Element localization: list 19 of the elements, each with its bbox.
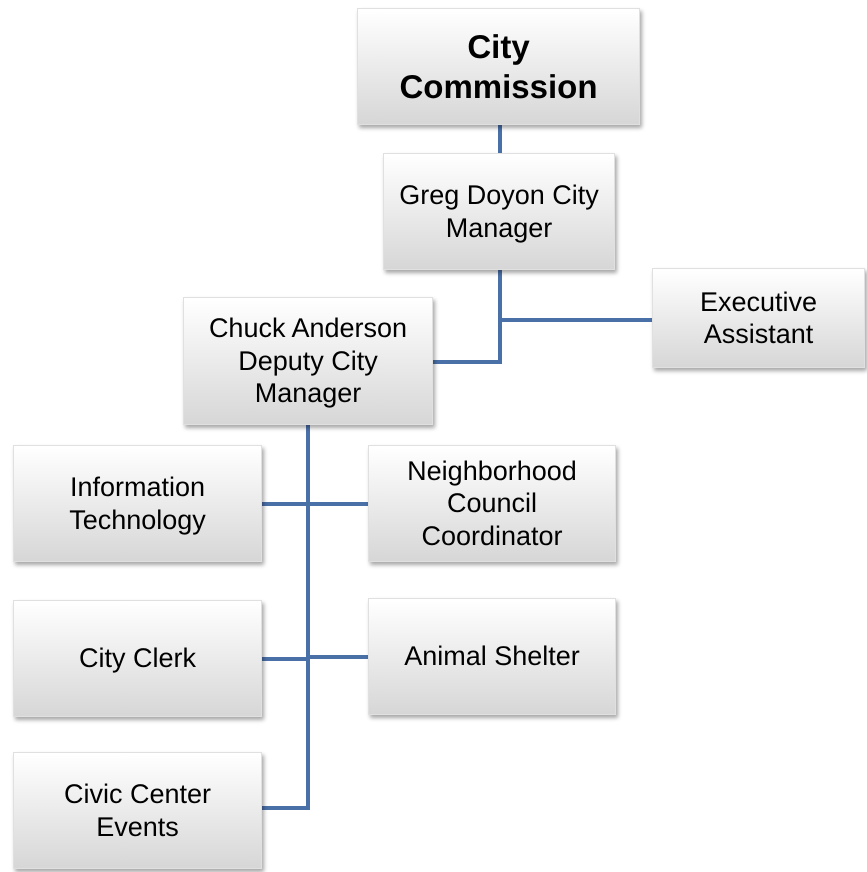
position-box — [13, 445, 262, 562]
position-label: Greg Doyon City Manager — [398, 179, 600, 244]
position-label: City Commission — [398, 26, 599, 106]
position-label: Executive Assistant — [698, 286, 818, 350]
position-box — [368, 445, 616, 562]
position-label: Chuck Anderson Deputy City Manager — [208, 312, 408, 410]
position-box — [652, 268, 865, 368]
position-label: Animal Shelter — [403, 640, 581, 673]
position-label: Neighborhood Council Coordinator — [406, 454, 578, 552]
position-box — [13, 600, 262, 717]
position-box — [368, 598, 616, 715]
position-label: Civic Center Events — [62, 778, 212, 843]
position-label: City Clerk — [78, 642, 197, 675]
position-label: Information Technology — [68, 471, 207, 536]
connector-line — [498, 125, 502, 153]
position-box — [383, 153, 615, 270]
position-box — [13, 752, 262, 869]
title-box — [357, 8, 640, 125]
position-box — [183, 297, 433, 425]
